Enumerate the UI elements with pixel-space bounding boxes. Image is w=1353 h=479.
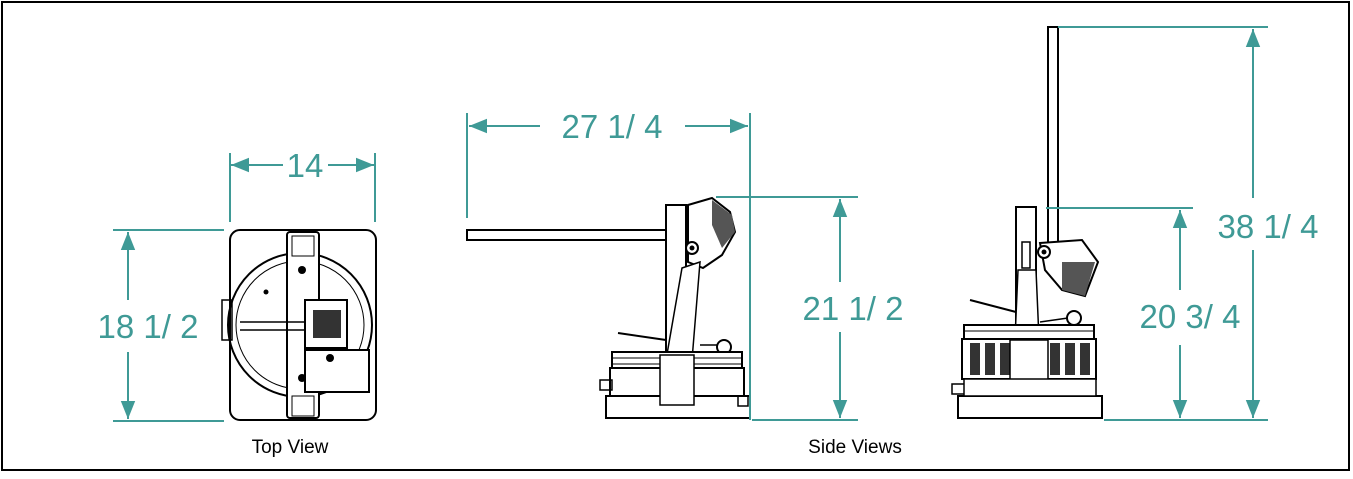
top-view-width-dimension [229,153,376,222]
side-view-full-height-dimension [1058,26,1268,418]
top-view-width-label: 14 [287,147,324,184]
drawing-border [1,1,1350,471]
side-view-raised-drawing [951,26,1103,419]
top-view-caption: Top View [252,437,329,458]
side-view-low-height-label: 21 1/ 2 [803,290,904,327]
side-view-full-height-label: 38 1/ 4 [1218,208,1319,245]
side-view-extended-drawing [466,196,751,419]
side-view-reach-dimension [466,113,751,420]
top-view-drawing [221,229,377,421]
side-view-mid-height-dimension [1046,207,1268,421]
side-views-caption: Side Views [808,437,902,458]
top-view-height-dimension [113,229,224,422]
top-view-height-label: 18 1/ 2 [98,308,199,345]
side-view-mid-height-label: 20 3/ 4 [1140,298,1241,335]
side-view-reach-label: 27 1/ 4 [562,108,663,145]
side-view-low-height-dimension [716,196,858,421]
